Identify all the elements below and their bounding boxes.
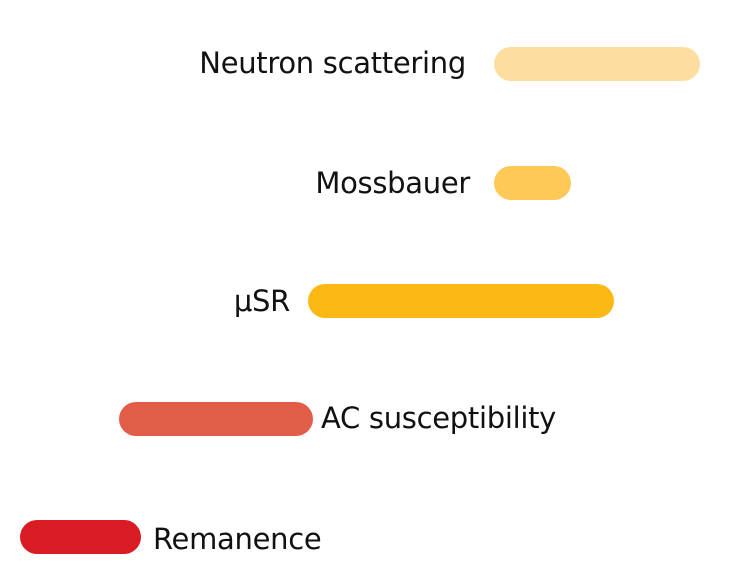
bar-remanence — [20, 520, 141, 554]
bar-musr — [308, 284, 614, 318]
label-musr: μSR — [233, 284, 290, 318]
bar-mossbauer — [494, 166, 571, 200]
bar-ac-susceptibility — [119, 402, 313, 436]
label-remanence: Remanence — [153, 522, 322, 556]
label-mossbauer: Mossbauer — [315, 166, 470, 200]
bar-neutron-scattering — [494, 47, 700, 81]
label-ac-susceptibility: AC susceptibility — [321, 401, 557, 435]
label-neutron-scattering: Neutron scattering — [199, 46, 466, 80]
